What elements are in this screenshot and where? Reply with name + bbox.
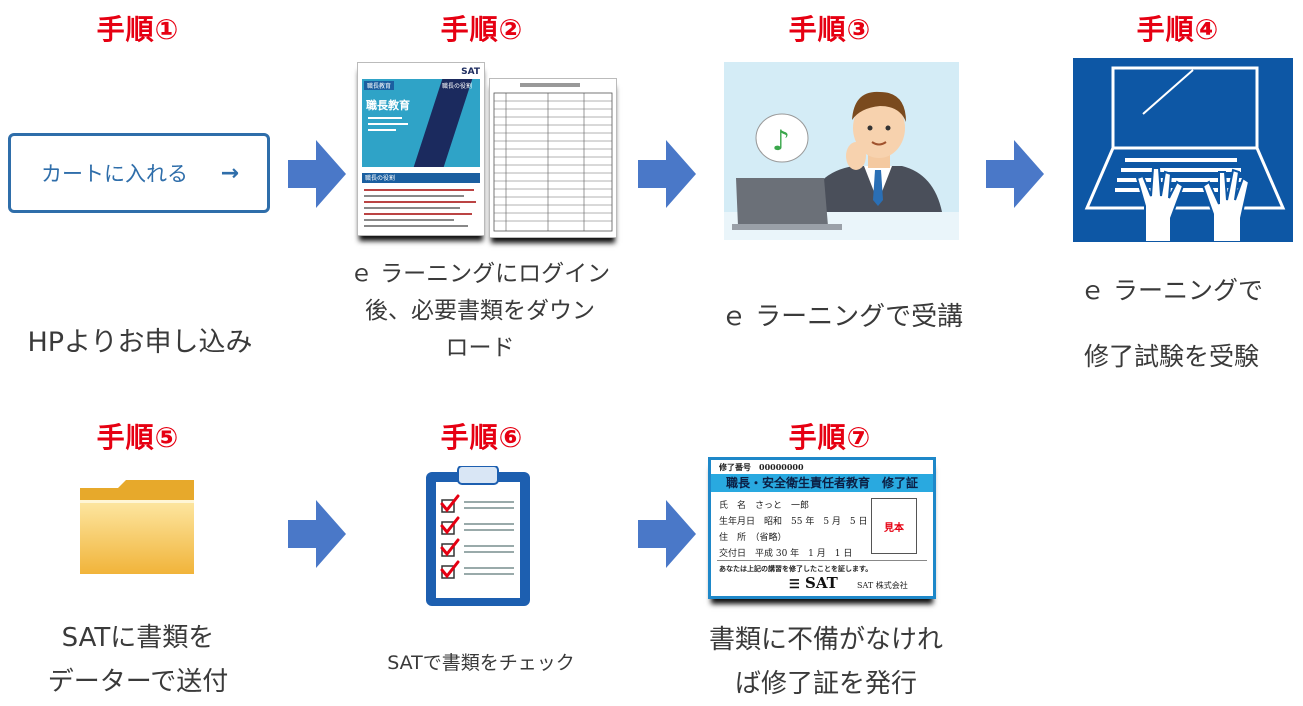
document-tab-left: 職長教育 — [364, 81, 395, 90]
step-7-caption: 書類に不備がなけれ ば修了証を発行 — [676, 618, 976, 706]
completion-certificate: 修了番号 00000000 職長・安全衛生責任者教育 修了証 氏 名 さっと 一… — [708, 457, 936, 599]
document-cover-page: SAT 職長教育 職長の役割 職長教育 職長の役割 — [357, 62, 485, 236]
certificate-company: SAT 株式会社 — [857, 581, 908, 590]
add-to-cart-button[interactable]: カートに入れる → — [8, 133, 270, 213]
step-2-caption-line: ｅ ラーニングにログイン — [349, 261, 611, 287]
certificate-title: 職長・安全衛生責任者教育 修了証 — [711, 474, 933, 492]
clipboard-checklist-icon — [426, 466, 530, 606]
step-6-title: 手順⑥ — [440, 421, 524, 454]
certificate-address: 住 所 （省略） — [719, 533, 787, 543]
step-4-title: 手順④ — [1136, 13, 1220, 46]
document-section-header: 職長の役割 — [362, 173, 480, 183]
sat-logo-text: SAT — [805, 574, 838, 592]
certificate-birthdate: 生年月日 昭和 55 年 5 月 5 日 — [719, 517, 868, 527]
step-4-caption-line: 修了試験を受験 — [1083, 342, 1259, 371]
sat-logo: ☰ SAT — [789, 574, 838, 592]
step-1-caption: HPよりお申し込み — [0, 320, 280, 359]
certificate-number: 修了番号 00000000 — [719, 462, 804, 472]
add-to-cart-label: カートに入れる — [41, 162, 188, 186]
certificate-statement: あなたは上記の講習を修了したことを証します。 — [719, 564, 873, 573]
arrow-right-icon — [288, 500, 346, 568]
sample-stamp: 見本 — [871, 498, 917, 554]
step-6-caption: SATで書類をチェック — [326, 648, 636, 675]
step-4-caption: ｅ ラーニングで 修了試験を受験 — [1040, 258, 1303, 390]
step-2-caption: ｅ ラーニングにログイン 後、必要書類をダウン ロード — [320, 256, 640, 367]
folder-icon — [80, 480, 194, 574]
arrow-right-icon — [638, 500, 696, 568]
step-7-caption-line: 書類に不備がなけれ — [708, 625, 943, 655]
step-3-caption: ｅ ラーニングで受講 — [672, 296, 1012, 333]
laptop-exam-illustration — [1073, 58, 1293, 242]
certificate-name: 氏 名 さっと 一郎 — [719, 501, 810, 511]
step-1-title: 手順① — [96, 13, 180, 46]
arrow-right-icon — [288, 140, 346, 208]
arrow-right-icon — [638, 140, 696, 208]
step-2-caption-line: ロード — [445, 335, 515, 361]
document-form-page — [489, 78, 617, 238]
step-6-caption-line: SATで書類をチェック — [387, 652, 575, 674]
arrow-right-icon: → — [220, 160, 239, 186]
step-3-caption-line: ｅ ラーニングで受講 — [720, 302, 964, 332]
step-7-caption-line: ば修了証を発行 — [734, 669, 917, 699]
step-5-caption-line: SATに書類を — [61, 623, 215, 653]
step-5-caption: SATに書類を データーで送付 — [0, 616, 276, 704]
step-7-title: 手順⑦ — [788, 421, 872, 454]
step-4-caption-line: ｅ ラーニングで — [1080, 276, 1263, 305]
step-5-title: 手順⑤ — [96, 421, 180, 454]
form-grid — [493, 83, 613, 232]
step-5-caption-line: データーで送付 — [47, 667, 229, 697]
svg-text:♪: ♪ — [772, 124, 790, 157]
step-1-caption-line: HPよりお申し込み — [27, 327, 253, 358]
step-3-title: 手順③ — [788, 13, 872, 46]
sat-logo-icon: ☰ — [789, 577, 800, 591]
e-learning-person-illustration: ♪ — [724, 62, 959, 240]
step-2-title: 手順② — [440, 13, 524, 46]
document-tab-right: 職長の役割 — [442, 83, 473, 90]
step-2-caption-line: 後、必要書類をダウン — [365, 298, 595, 324]
document-logo: SAT — [461, 67, 480, 77]
certificate-issue-date: 交付日 平成 30 年 1 月 1 日 — [719, 549, 853, 559]
arrow-right-icon — [986, 140, 1044, 208]
document-cover-title: 職長教育 — [366, 99, 410, 112]
